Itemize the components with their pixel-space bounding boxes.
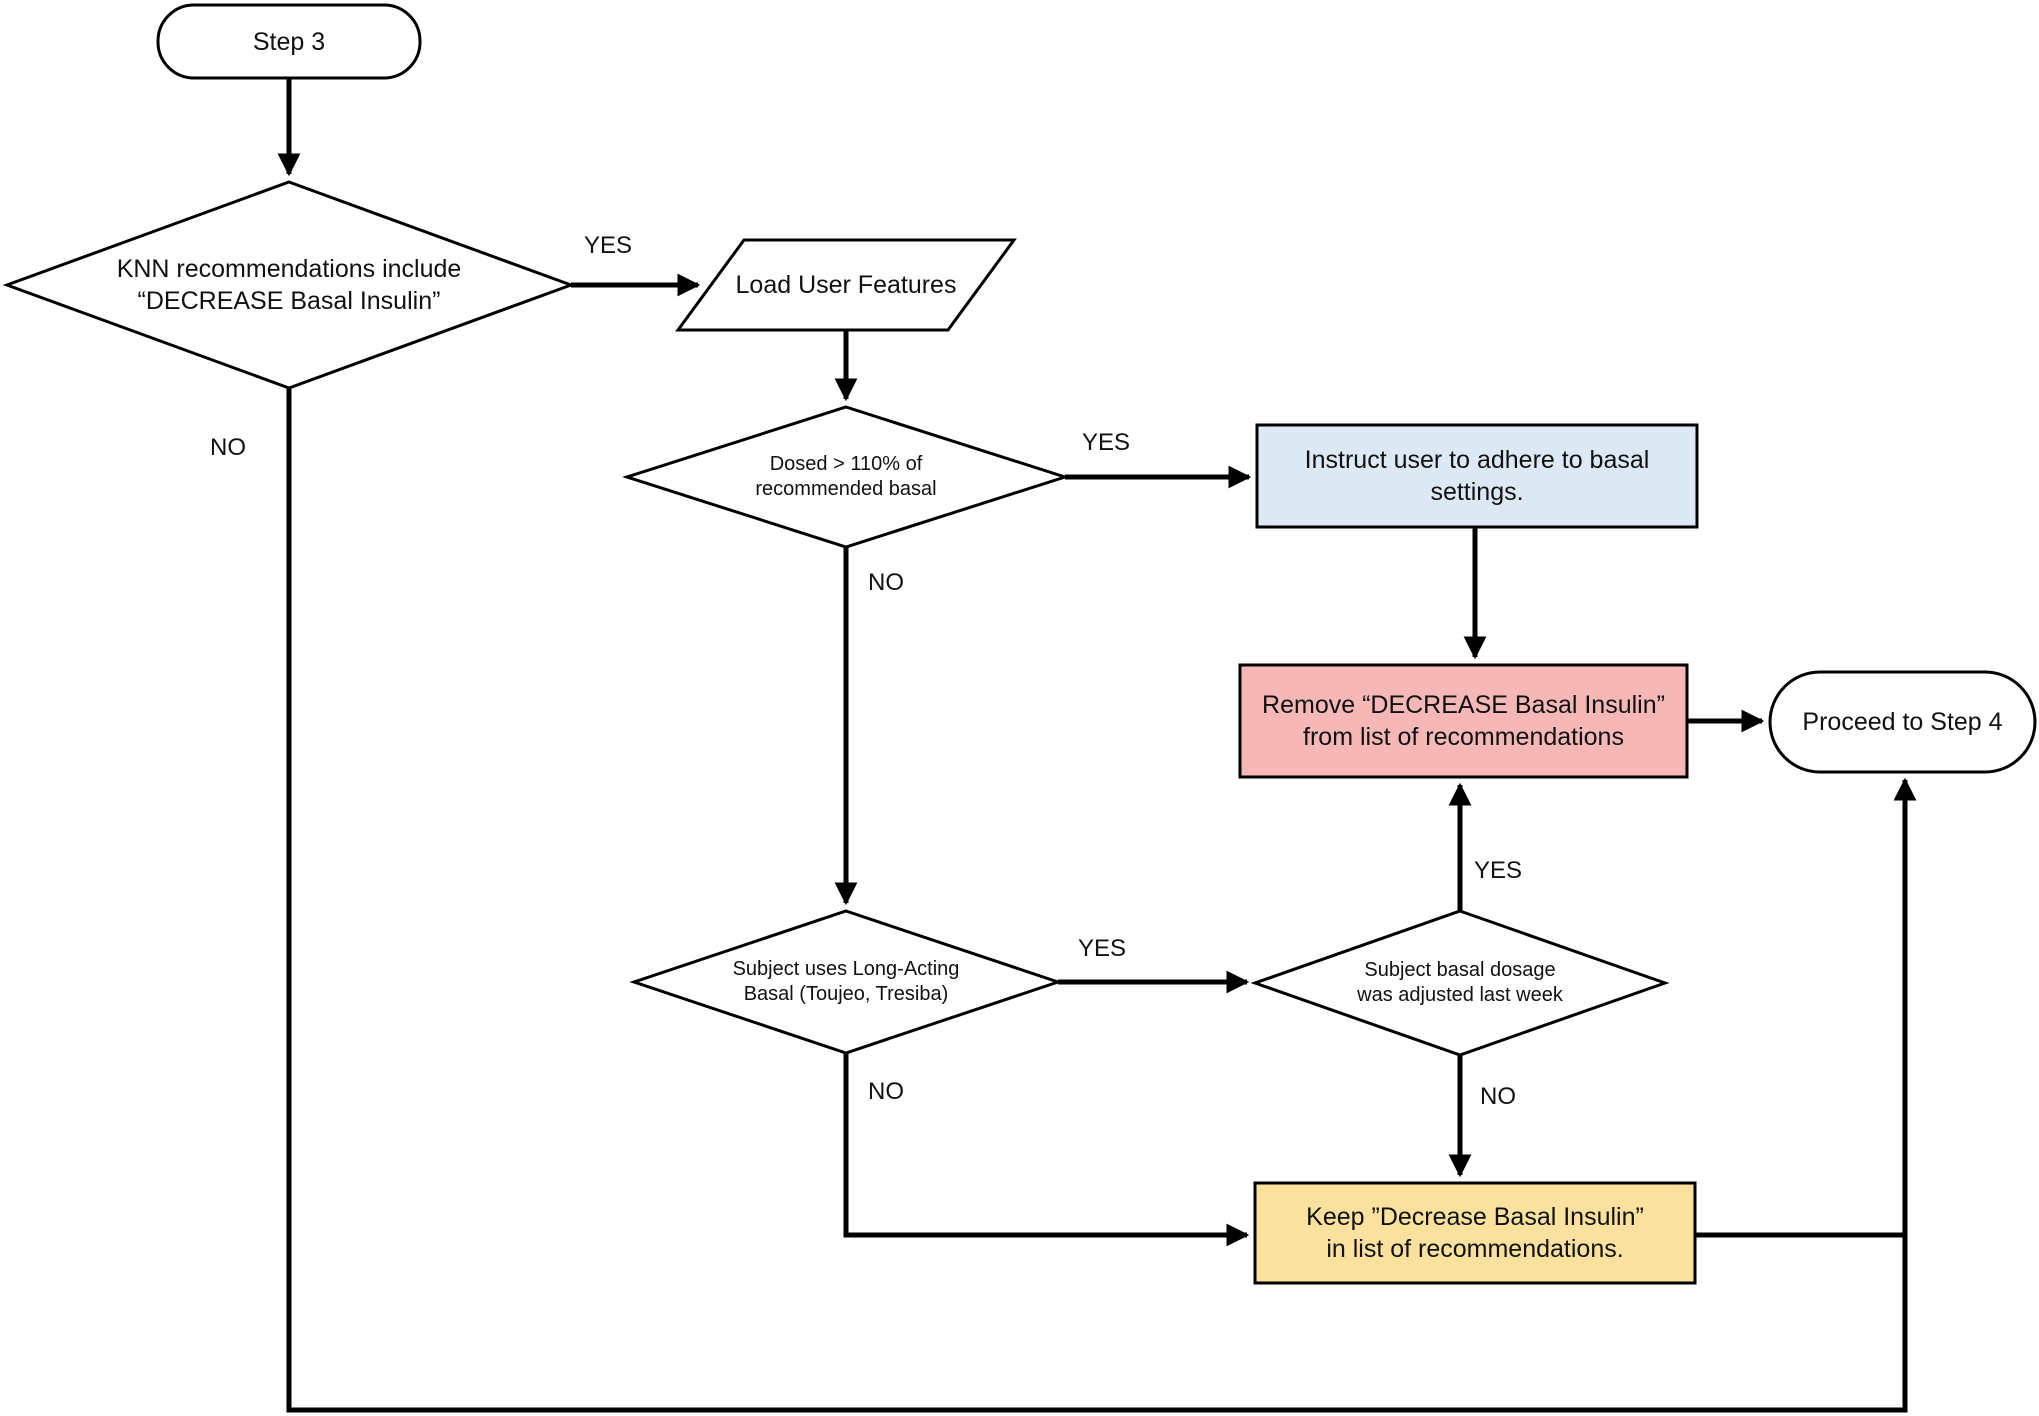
node-keep-process bbox=[1253, 1181, 1697, 1285]
edge-longacting-no bbox=[843, 1053, 1250, 1247]
node-longacting-decision-diamond bbox=[629, 909, 1063, 1055]
node-load-features-parallelogram bbox=[675, 238, 1017, 332]
node-dosed-decision-diamond bbox=[622, 405, 1070, 549]
node-start-terminator bbox=[156, 3, 422, 80]
node-knn-decision-diamond bbox=[2, 180, 576, 390]
node-instruct-process bbox=[1255, 423, 1699, 529]
edge-knn-no-feedback bbox=[286, 388, 1917, 1413]
node-adjusted-decision-diamond bbox=[1250, 909, 1670, 1057]
node-remove-process bbox=[1238, 663, 1689, 779]
node-proceed-terminator bbox=[1768, 670, 2037, 774]
